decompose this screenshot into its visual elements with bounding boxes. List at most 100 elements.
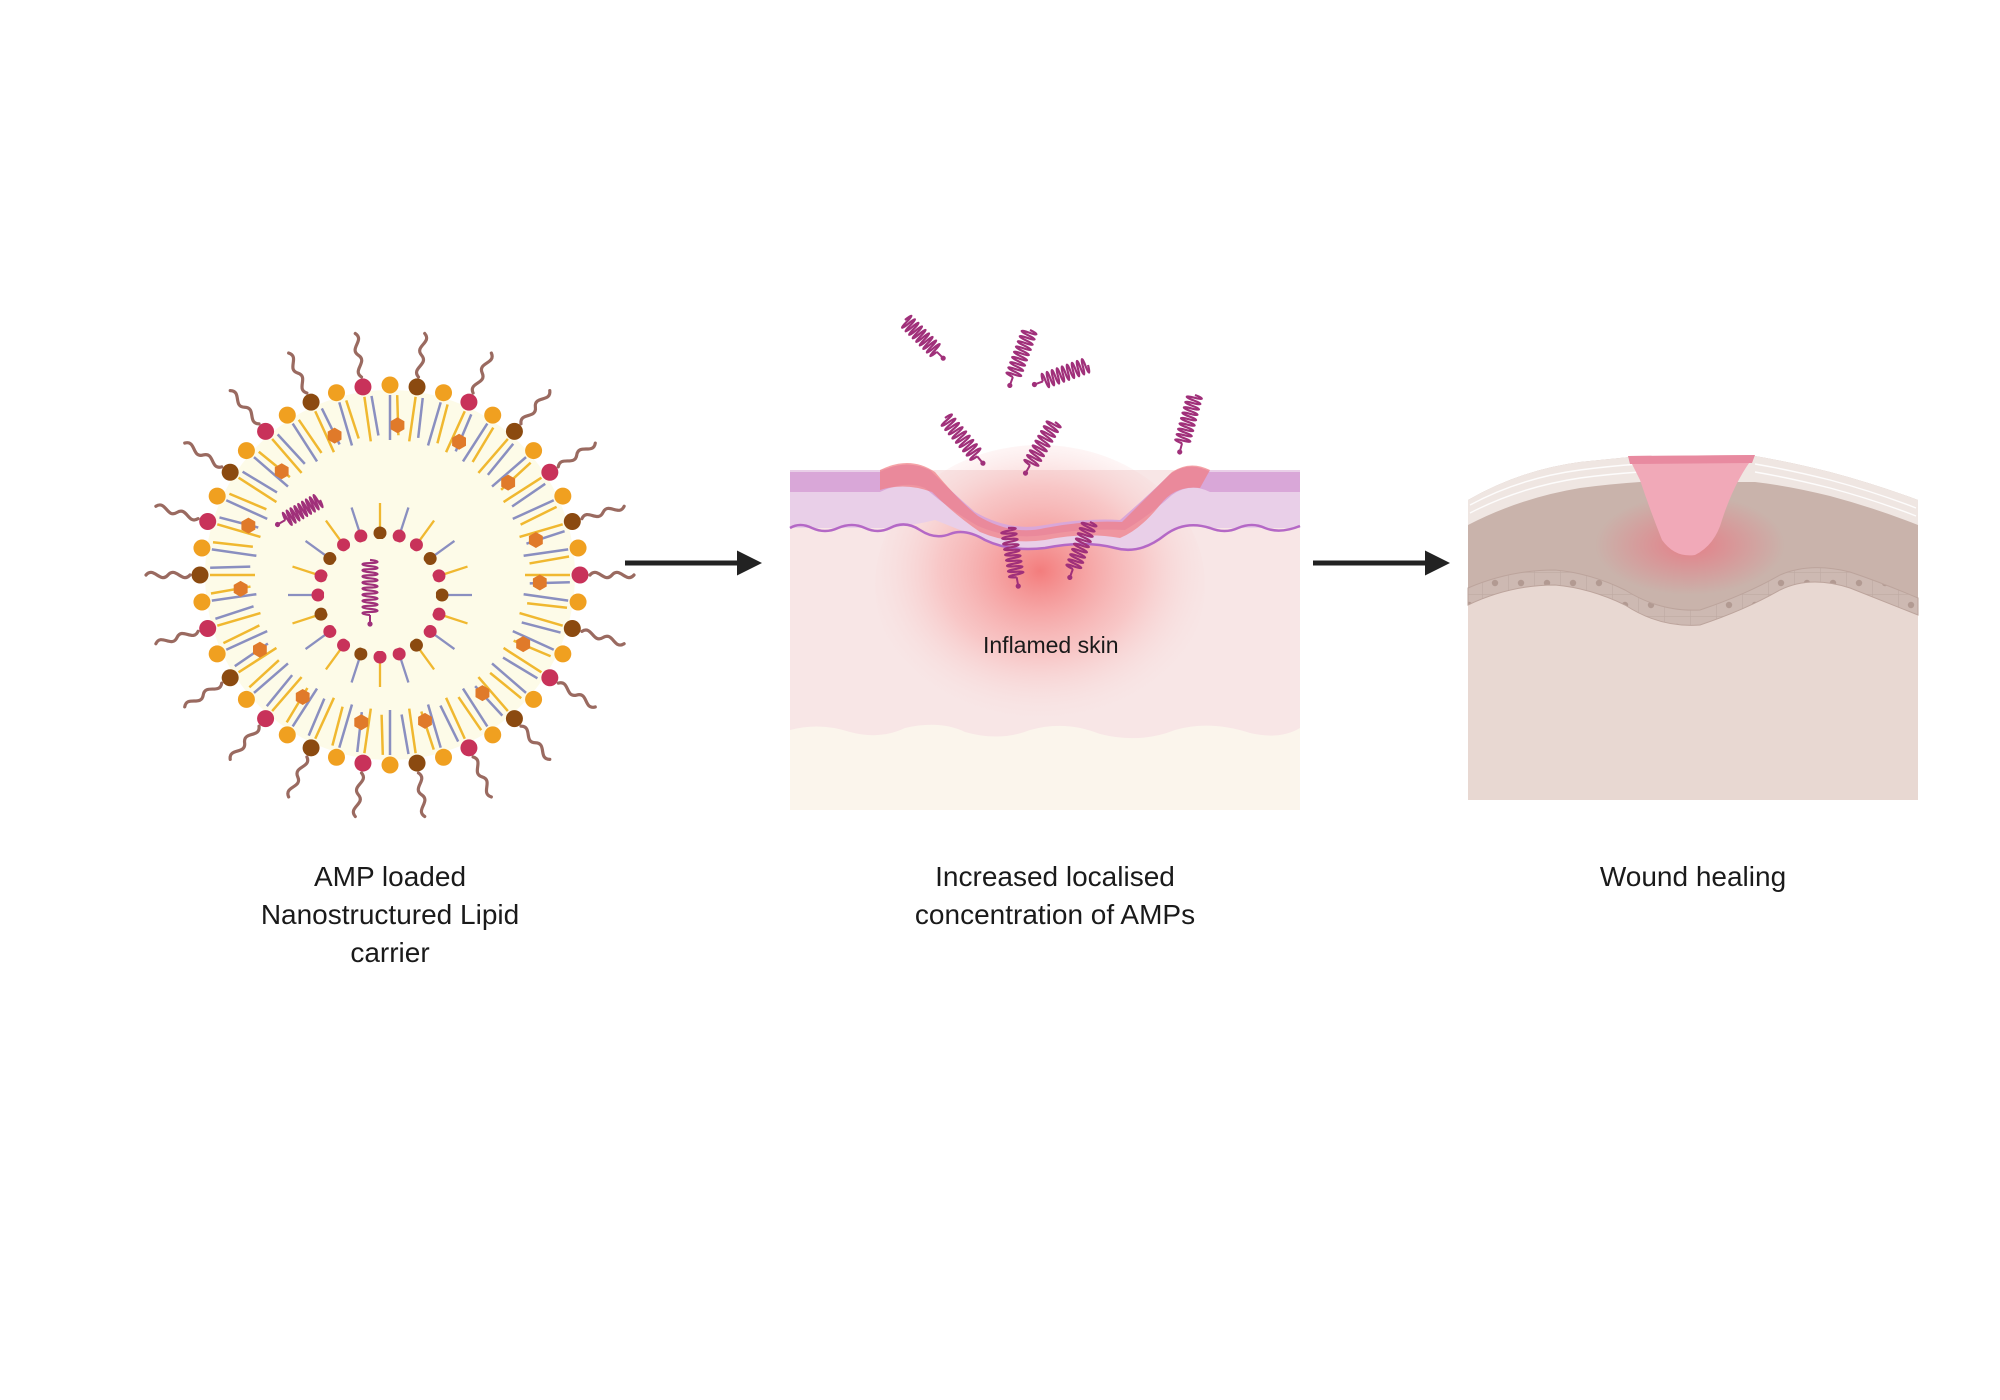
lipid-head: [505, 710, 523, 728]
lipid-head: [381, 756, 399, 774]
hexagon-icon: [295, 689, 310, 705]
caption-line: Wound healing: [1599, 861, 1787, 892]
lipid-head: [392, 529, 406, 543]
caption-wound-healing: Wound healing: [1493, 858, 1893, 896]
peg-chain: [416, 771, 427, 819]
peg-chain: [519, 724, 552, 762]
caption-lipid-carrier: AMP loaded Nanostructured Lipid carrier: [190, 858, 590, 972]
lipid-head: [541, 669, 559, 687]
hexagon-icon: [501, 474, 516, 491]
lipid-head: [314, 607, 328, 621]
peg-chain: [580, 628, 626, 647]
lipid-head: [314, 569, 328, 583]
lipid-head: [354, 529, 368, 543]
peg-chain: [588, 570, 636, 580]
amp-helix-icon: [940, 413, 986, 466]
lipid-head: [563, 620, 581, 638]
amp-helix-icon: [1065, 521, 1098, 581]
lipid-head: [423, 552, 437, 566]
lipid-head: [435, 748, 453, 766]
lipid-head: [257, 710, 275, 728]
lipid-head: [460, 393, 478, 411]
caption-line: Nanostructured Lipid: [260, 899, 520, 930]
hexagon-icon: [274, 463, 289, 480]
amp-helix-icon: [361, 558, 379, 627]
hexagon-icon: [327, 427, 342, 444]
caption-line: AMP loaded: [313, 861, 467, 892]
caption-line: carrier: [350, 937, 430, 968]
peg-chain: [144, 570, 192, 580]
amp-helix-icon: [274, 493, 324, 528]
peg-chain: [556, 681, 597, 709]
lipid-head: [193, 593, 211, 611]
lipid-head: [373, 526, 387, 540]
lipid-head: [484, 726, 502, 744]
lipid-head: [354, 647, 368, 661]
peg-chain: [183, 681, 224, 709]
outer-lipid-layer: [144, 331, 636, 819]
healing-skin-illustration: [1467, 455, 1919, 800]
lipid-head: [554, 487, 572, 505]
hexagon-icon: [354, 714, 369, 731]
hexagon-icon: [532, 574, 547, 591]
lipid-head: [409, 638, 423, 652]
lipid-head: [484, 406, 502, 424]
lipid-head: [257, 422, 275, 440]
inner-lipid-layer: [274, 493, 472, 687]
hexagon-icon: [475, 685, 490, 702]
hexagon-icon: [233, 580, 248, 597]
lipid-head: [432, 607, 446, 621]
amp-helix-icon: [1174, 393, 1203, 455]
lipid-head: [208, 645, 226, 663]
lipid-head: [193, 539, 211, 557]
hexagon-icon: [418, 712, 432, 729]
hexagon-icon: [253, 641, 267, 658]
lipid-carrier-illustration: [144, 331, 636, 819]
hexagon-icon: [241, 517, 256, 534]
lipid-head: [208, 487, 226, 505]
lipid-head: [571, 566, 589, 584]
hexagon-icon: [452, 433, 466, 450]
lipid-head: [408, 754, 426, 772]
peg-chain: [286, 755, 310, 799]
lipid-head: [302, 739, 320, 757]
lipid-head: [563, 512, 581, 530]
lipid-head: [323, 552, 337, 566]
lipid-head: [460, 739, 478, 757]
caption-inflamed-skin: Increased localised concentration of AMP…: [855, 858, 1255, 934]
lipid-head: [302, 393, 320, 411]
lipid-head: [337, 638, 351, 652]
lipid-head: [409, 538, 423, 552]
amp-helix-icon: [1031, 358, 1091, 389]
free-amp-group: [901, 314, 1203, 589]
lipid-head: [373, 650, 387, 664]
lipid-head: [221, 463, 239, 481]
lipid-head: [337, 538, 351, 552]
lipid-head: [505, 422, 523, 440]
peg-chain: [154, 629, 200, 646]
lipid-head: [435, 588, 449, 602]
caption-line: Increased localised: [935, 861, 1175, 892]
lipid-head: [327, 384, 345, 402]
amp-helix-icon: [1022, 420, 1062, 476]
peg-chain: [183, 441, 224, 469]
lipid-head: [278, 406, 296, 424]
caption-line: concentration of AMPs: [914, 899, 1196, 930]
hexagon-icon: [528, 532, 543, 548]
inflamed-skin-label: Inflamed skin: [983, 632, 1119, 658]
peg-chain: [556, 441, 597, 469]
lipid-head: [392, 647, 406, 661]
inflamed-skin-illustration: [789, 314, 1301, 810]
peg-chain: [519, 388, 552, 426]
peg-chain: [228, 388, 261, 426]
peg-chain: [351, 771, 365, 819]
lipid-head: [199, 512, 217, 530]
lipid-head: [327, 748, 345, 766]
peg-chain: [287, 351, 309, 395]
amp-helix-icon: [901, 314, 946, 361]
amp-helix-icon: [1000, 526, 1025, 589]
hexagon-icon: [390, 417, 405, 434]
lipid-head: [435, 384, 453, 402]
lipid-head: [311, 588, 325, 602]
lipid-head: [354, 754, 372, 772]
